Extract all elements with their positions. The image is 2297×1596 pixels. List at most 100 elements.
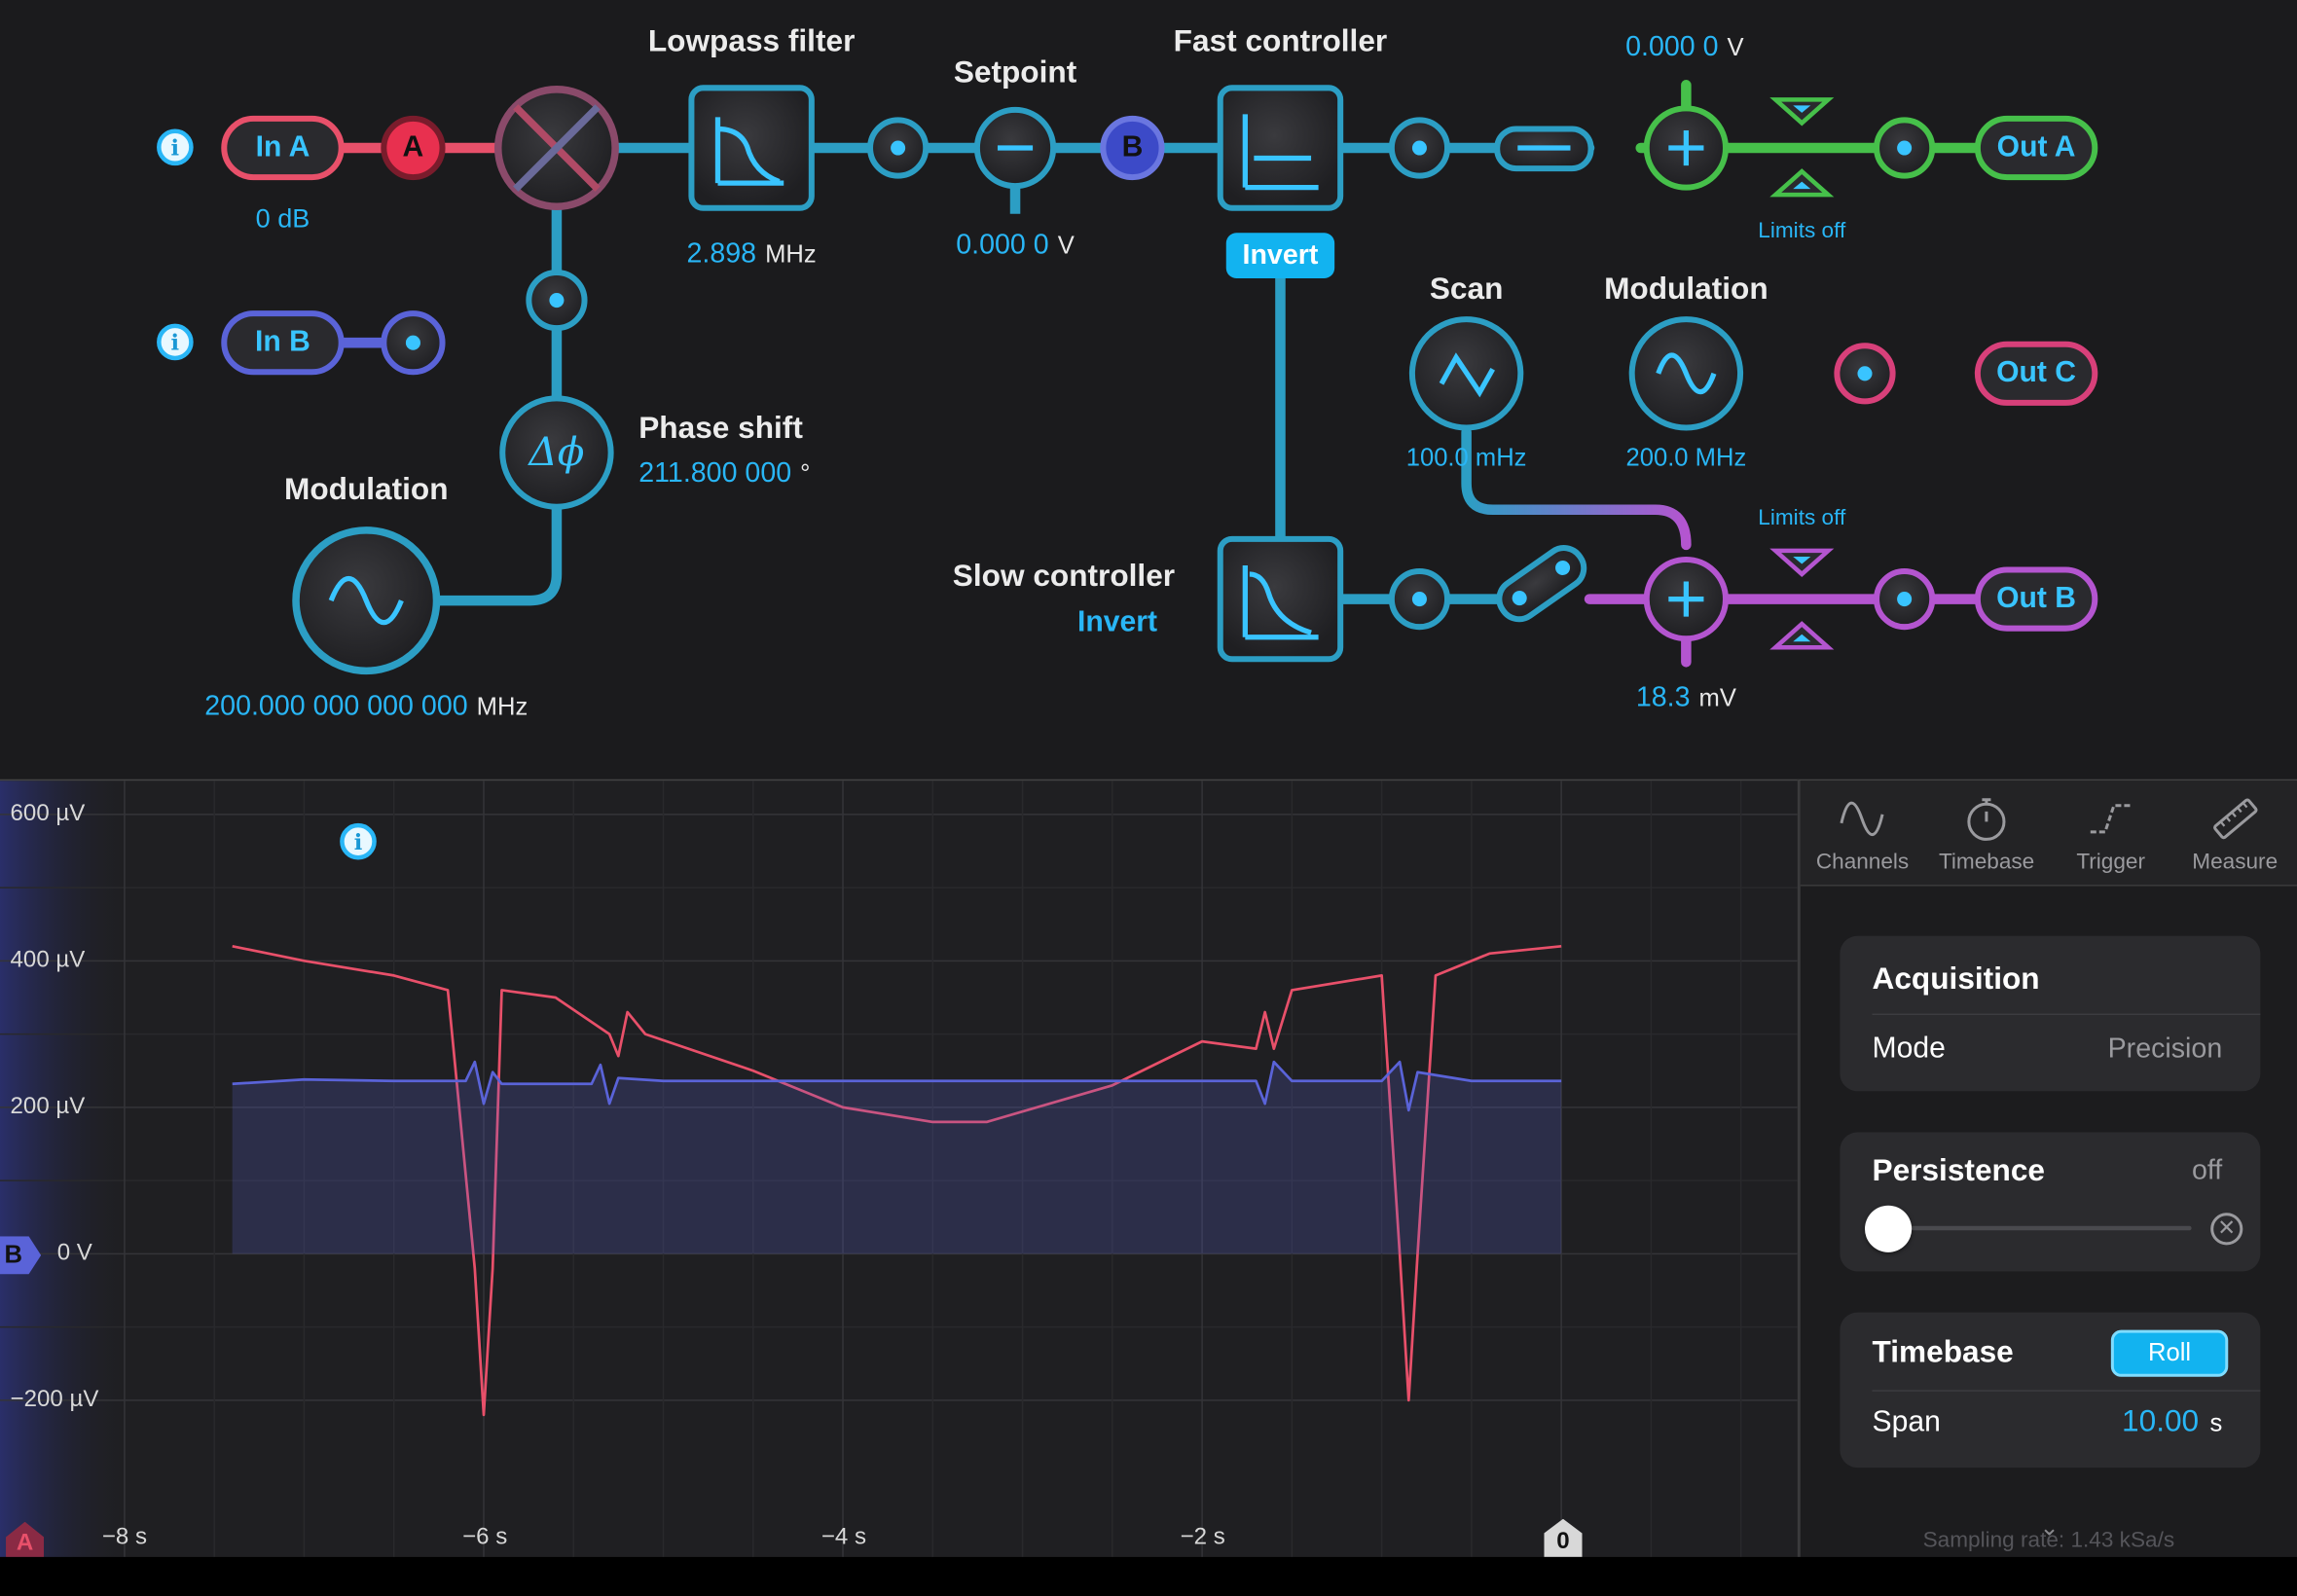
setpoint-b-badge-label: B xyxy=(1121,130,1144,163)
out-a-pill xyxy=(1974,115,2098,181)
in-a-pill xyxy=(221,115,345,181)
info-icon[interactable]: i xyxy=(157,128,194,166)
in-a-badge xyxy=(381,115,446,181)
slow-controller-invert-toggle[interactable]: Invert xyxy=(1077,606,1158,639)
lowpass-value-group[interactable]: 2.898 MHz xyxy=(687,238,817,271)
tab-channels[interactable]: Channels xyxy=(1801,780,1925,885)
chevron-down-icon[interactable]: ⌄ xyxy=(2039,1515,2060,1542)
fast-controller-title: Fast controller xyxy=(1173,24,1388,59)
series-A-line xyxy=(232,944,1562,1417)
ruler-icon xyxy=(2212,798,2257,840)
out-b-label[interactable]: Out B xyxy=(1996,582,2077,615)
phase-shift-value[interactable]: 211.800 000 xyxy=(638,458,792,490)
offset-a-value[interactable]: 0.000 0 xyxy=(1625,32,1719,63)
signal-flow-wiring xyxy=(221,80,2098,675)
phase-shift-unit: ° xyxy=(800,459,811,489)
sampling-rate: Sampling rate: 1.43 kSa/s xyxy=(1922,1527,2175,1553)
oscilloscope-chart[interactable] xyxy=(0,780,1798,1557)
modulation-left-value-group[interactable]: 200.000 000 000 000 MHz xyxy=(204,691,528,723)
in-b-label[interactable]: In B xyxy=(255,325,310,358)
scan-value[interactable]: 100.0 mHz xyxy=(1405,444,1527,472)
modulation-left-title: Modulation xyxy=(284,473,449,507)
tab-timebase-label: Timebase xyxy=(1938,849,2035,875)
y-tick: 200 µV xyxy=(10,1094,86,1119)
y-tick: 600 µV xyxy=(10,801,86,826)
acquisition-title: Acquisition xyxy=(1872,961,2040,997)
modulation-right-value[interactable]: 200.0 MHz xyxy=(1625,444,1747,472)
y-tick: 0 V xyxy=(56,1240,92,1266)
tab-trigger[interactable]: Trigger xyxy=(2049,780,2173,885)
fast-controller-icon xyxy=(1217,85,1344,211)
span-unit: s xyxy=(2209,1408,2223,1437)
scan-title: Scan xyxy=(1429,272,1504,307)
x-tick: −2 s xyxy=(1180,1524,1225,1550)
lowpass-filter-icon xyxy=(688,85,815,211)
offset-a-group[interactable]: 0.000 0 V xyxy=(1625,32,1744,64)
modulation-left-unit: MHz xyxy=(476,692,529,721)
phase-shift-value-group[interactable]: 211.800 000 ° xyxy=(638,458,810,490)
scope-settings-panel: Channels Timebase Trigger Measure Acquis… xyxy=(1797,779,2297,1557)
timebase-title: Timebase xyxy=(1872,1335,2014,1370)
mode-value[interactable]: Precision xyxy=(2107,1034,2223,1066)
x-tick: −4 s xyxy=(820,1524,867,1550)
in-a-gain[interactable]: 0 dB xyxy=(255,203,310,234)
persistence-card: Persistence off ✕ xyxy=(1840,1132,2261,1272)
persistence-title: Persistence xyxy=(1872,1154,2046,1188)
out-c-label[interactable]: Out C xyxy=(1996,356,2077,389)
limits-b-label[interactable]: Limits off xyxy=(1758,505,1846,530)
in-a-badge-label: A xyxy=(402,130,424,163)
modulation-left-value[interactable]: 200.000 000 000 000 xyxy=(204,691,468,723)
span-value-group[interactable]: 10.00 xyxy=(2122,1404,2199,1439)
setpoint-value[interactable]: 0.000 0 xyxy=(956,230,1049,261)
tab-measure[interactable]: Measure xyxy=(2172,780,2297,885)
in-a-label[interactable]: In A xyxy=(255,130,310,163)
stopwatch-icon xyxy=(1967,798,2006,841)
settings-tabs: Channels Timebase Trigger Measure xyxy=(1800,780,2297,887)
lowpass-unit: MHz xyxy=(765,239,817,269)
in-b-pill xyxy=(221,310,345,376)
bottom-bar xyxy=(0,1556,2297,1596)
info-icon[interactable]: i xyxy=(340,822,377,860)
slow-controller-title: Slow controller xyxy=(952,559,1176,594)
clear-icon[interactable]: ✕ xyxy=(2210,1213,2243,1246)
phase-shift-title: Phase shift xyxy=(638,411,803,446)
lowpass-value[interactable]: 2.898 xyxy=(686,238,757,270)
trigger-edge-icon xyxy=(2090,804,2132,834)
persistence-slider-thumb[interactable] xyxy=(1864,1205,1913,1252)
setpoint-title: Setpoint xyxy=(953,55,1077,90)
x-tick: −6 s xyxy=(462,1524,508,1550)
offset-b-unit: mV xyxy=(1698,683,1736,712)
limits-a-label[interactable]: Limits off xyxy=(1758,218,1846,243)
out-b-pill xyxy=(1974,566,2098,632)
roll-button[interactable]: Roll xyxy=(2110,1329,2229,1377)
sine-wave-icon xyxy=(1841,801,1885,837)
tab-trigger-label: Trigger xyxy=(2076,849,2146,875)
y-tick: −200 µV xyxy=(10,1387,99,1412)
persistence-slider-track[interactable] xyxy=(1889,1225,2192,1231)
slow-controller-icon xyxy=(1217,535,1344,663)
fast-controller-invert-toggle[interactable]: Invert xyxy=(1225,233,1335,278)
phase-shift-symbol: Δϕ xyxy=(529,429,585,476)
series-B-line xyxy=(232,1060,1562,1112)
out-c-pill xyxy=(1974,341,2098,406)
tab-measure-label: Measure xyxy=(2192,849,2279,875)
span-value[interactable]: 10.00 xyxy=(2122,1404,2200,1439)
signal-flow-diagram: i i In A 0 dB A In B Lowpass filter 2.89… xyxy=(0,0,2297,780)
series-B-area xyxy=(232,1062,1562,1254)
offset-b-value[interactable]: 18.3 xyxy=(1635,682,1691,713)
persistence-status: off xyxy=(2191,1155,2223,1187)
tab-timebase[interactable]: Timebase xyxy=(1924,780,2049,885)
mode-label: Mode xyxy=(1872,1033,1946,1066)
x-tick: −8 s xyxy=(101,1524,148,1550)
oscilloscope-plot[interactable]: i 600 µV 400 µV 200 µV 0 V −200 µV −8 s … xyxy=(0,779,1798,1557)
out-a-label[interactable]: Out A xyxy=(1996,130,2076,163)
span-label: Span xyxy=(1872,1405,1941,1439)
offset-a-unit: V xyxy=(1727,33,1744,62)
info-icon[interactable]: i xyxy=(157,323,194,361)
tab-channels-label: Channels xyxy=(1815,849,1910,875)
modulation-right-title: Modulation xyxy=(1604,272,1768,307)
phase-shift-icon xyxy=(499,395,614,510)
